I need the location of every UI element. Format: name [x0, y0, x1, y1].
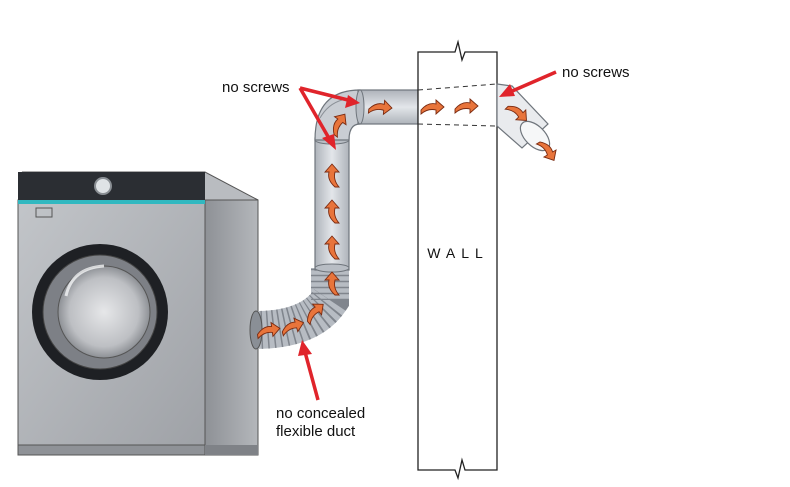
dryer-door-highlight	[64, 264, 105, 297]
curved-arrow-icon	[535, 141, 557, 161]
curved-arrow-icon	[281, 317, 305, 337]
dryer-accent-stripe	[18, 200, 205, 204]
curved-arrow-icon	[332, 113, 347, 138]
dryer-base	[17, 444, 206, 456]
clothes-dryer	[17, 171, 259, 456]
wall-duct-hidden-bottom	[417, 123, 498, 127]
curved-arrow-icon	[324, 199, 340, 224]
label-no-screws-left: no screws	[222, 79, 290, 96]
pointer-arrow-icon	[303, 351, 320, 401]
pointer-arrow-head	[298, 340, 312, 356]
dryer-dial-icon	[94, 177, 112, 195]
curved-arrow-icon	[367, 99, 393, 116]
label-flexible-duct-line2: flexible duct	[276, 423, 356, 440]
dryer-lint-slot	[35, 207, 53, 218]
rigid-duct-elbow-seam	[319, 99, 343, 119]
rigid-duct-joint-elbow	[355, 89, 365, 125]
callouts	[298, 70, 557, 401]
callout-flexible-duct	[298, 340, 320, 401]
pointer-arrow-head	[499, 84, 515, 97]
callout-no-screws-right	[499, 70, 557, 97]
wall-label: WALL	[427, 245, 489, 261]
pointer-arrow-icon	[509, 70, 557, 94]
curved-arrow-icon	[454, 98, 479, 114]
wall-outline	[417, 39, 498, 481]
rigid-duct-joint-lower	[314, 263, 350, 273]
label-no-screws-right: no screws	[562, 64, 630, 81]
pointer-arrow-icon	[299, 86, 349, 102]
dryer-base-side	[205, 445, 258, 455]
curved-arrow-icon	[504, 105, 527, 121]
curved-arrow-icon	[324, 163, 340, 188]
curved-arrow-icon	[324, 271, 340, 296]
pointer-arrow-icon	[298, 87, 332, 141]
pointer-arrow-head	[345, 95, 360, 108]
rigid-duct	[314, 89, 419, 273]
pointer-arrow-head	[322, 134, 336, 150]
airflow-arrows	[257, 98, 557, 340]
dryer-side-panel	[204, 175, 259, 456]
flexible-duct-dryer-end	[249, 310, 263, 350]
label-flexible-duct-line1: no concealed	[276, 405, 365, 422]
curved-arrow-icon	[420, 99, 445, 115]
wall: WALL	[417, 39, 498, 481]
curved-arrow-icon	[324, 235, 340, 260]
callout-no-screws-left	[298, 86, 360, 150]
curved-arrow-icon	[307, 303, 324, 326]
curved-arrow-icon	[257, 321, 281, 340]
wall-duct-hidden-top	[417, 83, 498, 91]
